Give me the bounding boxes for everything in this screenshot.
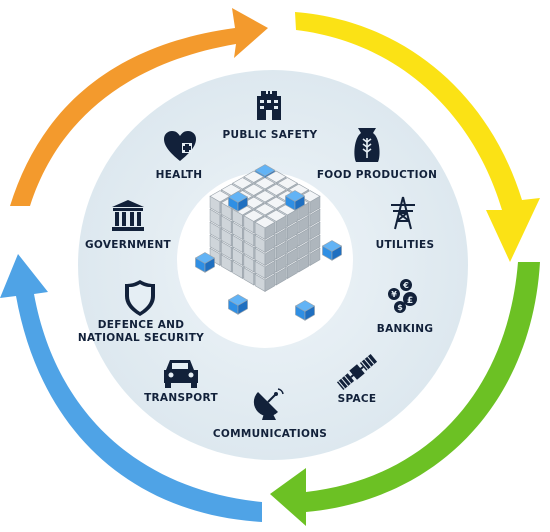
svg-text:€: € [402, 281, 409, 290]
label-health: HEALTH [155, 169, 203, 181]
cube-block-right [287, 234, 298, 253]
shield-icon [125, 280, 155, 316]
data-cube-icon [194, 164, 343, 321]
cube-block-right [298, 254, 309, 273]
svg-text:$: $ [397, 303, 403, 312]
floating-blue-block [304, 305, 315, 321]
label-transport: TRANSPORT [144, 392, 218, 404]
satellite-icon [336, 354, 378, 390]
cube-block-right [309, 208, 321, 227]
currency-coins-icon: € ¥ £ $ [388, 279, 417, 313]
label-space: SPACE [337, 393, 377, 405]
satellite-dish-icon [253, 388, 284, 420]
building-icon [257, 90, 281, 120]
cube-block-right [287, 260, 298, 279]
cube-block-right [275, 267, 287, 286]
car-icon [164, 360, 198, 388]
cube-block-right [275, 228, 287, 247]
cube-block-right [298, 241, 309, 260]
cube-block-right [287, 247, 298, 266]
label-government: GOVERNMENT [84, 239, 172, 251]
cube-block-right [287, 221, 298, 240]
government-building-icon [112, 200, 144, 231]
yellow-arrow [295, 12, 540, 262]
floating-blue-block [237, 299, 248, 315]
label-food-production: FOOD PRODUCTION [316, 169, 438, 181]
floating-blue-block [237, 196, 248, 212]
svg-text:¥: ¥ [391, 290, 397, 299]
label-defence: DEFENCE AND NATIONAL SECURITY [77, 319, 205, 344]
cube-block-right [309, 247, 321, 266]
cube-block-right [275, 254, 287, 273]
cube-block-right [264, 247, 276, 266]
power-pylon-icon [391, 196, 415, 230]
floating-blue-block [331, 245, 342, 261]
floating-blue-block [294, 195, 305, 211]
cube-block-right [309, 234, 321, 253]
cube-block-right [264, 273, 276, 292]
grain-sack-icon [354, 128, 380, 162]
green-arrow [270, 262, 540, 526]
svg-text:£: £ [407, 296, 413, 306]
cube-block-right [264, 260, 276, 279]
cube-block-right [309, 195, 321, 214]
blue-arrow [0, 254, 262, 522]
label-banking: BANKING [376, 323, 434, 335]
heart-cross-icon [164, 131, 196, 161]
cube-block-right [264, 234, 276, 253]
cube-block-right [275, 215, 287, 234]
floating-blue-block [204, 257, 215, 273]
cube-block-right [287, 208, 298, 227]
cube-block-right [275, 241, 287, 260]
cycle-arrows [0, 8, 540, 526]
cube-block-right [298, 202, 309, 221]
cube-block-right [298, 228, 309, 247]
label-communications: COMMUNICATIONS [212, 428, 328, 440]
label-utilities: UTILITIES [375, 239, 435, 251]
cube-block-right [298, 215, 309, 234]
orange-arrow [10, 8, 268, 206]
cube-block-right [309, 221, 321, 240]
cube-block-right [264, 221, 276, 240]
label-public-safety: PUBLIC SAFETY [222, 129, 318, 141]
